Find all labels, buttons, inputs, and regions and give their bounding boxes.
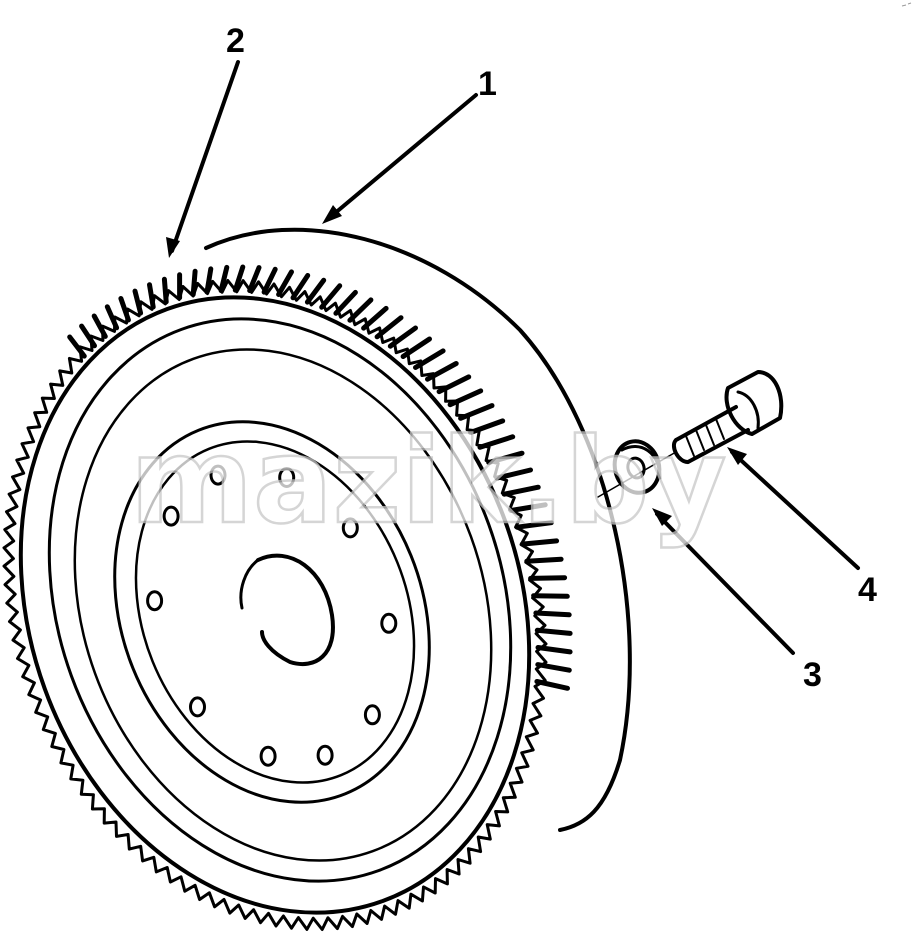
ring-gear-tooth [374, 315, 404, 340]
ring-gear-tooth [290, 273, 311, 301]
bolt-holes [146, 464, 398, 767]
flywheel-face [18, 295, 532, 915]
ring-gear-tooth [533, 610, 572, 618]
bolt-hole [316, 744, 334, 766]
ring-gear-tooth [361, 305, 389, 331]
callout-2: 2 [226, 22, 245, 60]
ring-gear-tooth [425, 361, 459, 382]
ring-gear-tooth [524, 556, 564, 564]
leader-4 [727, 447, 860, 570]
ring-gear-tooth [477, 434, 516, 450]
ring-gear-tooth [79, 323, 97, 349]
bolt [597, 370, 784, 498]
corner-specks [901, 2, 912, 7]
ring-gear-tooth [333, 289, 358, 316]
ring-gear-tooth [190, 268, 198, 297]
callout-4: 4 [858, 571, 877, 609]
ring-gear-tooth [534, 627, 573, 636]
bolt-hole [189, 696, 206, 718]
ring-gear-tooth [486, 450, 525, 465]
ring-gear-tooth [247, 265, 262, 294]
ring-gear-tooth [261, 266, 278, 295]
ring-gear [2, 264, 573, 931]
ring-gear-tooth [232, 264, 246, 293]
ring-gear-tooth [534, 679, 570, 691]
ring-gear-tooth [104, 304, 120, 331]
bolt-hole [259, 745, 277, 767]
ring-gear-tooth [508, 502, 548, 513]
ring-gear-tooth [535, 645, 573, 655]
bolt-hole [278, 467, 296, 488]
ring-gear-tooth [468, 418, 506, 435]
ring-gear-tooth [494, 467, 533, 481]
ring-gear-tooth [531, 593, 570, 599]
ring-gear-tooth [413, 348, 446, 370]
watermark-text: mazik.by [130, 412, 726, 550]
ring-gear-tooth [447, 388, 484, 408]
ring-gear-tooth [276, 269, 294, 297]
ring-gear-tooth [528, 575, 568, 581]
ring-gear-tooth [204, 266, 214, 295]
bolt-hole [162, 505, 180, 527]
callout-3: 3 [803, 656, 822, 694]
ring-gear-tooth [147, 282, 156, 310]
leader-lines [166, 60, 860, 655]
ring-gear-tooth [535, 662, 572, 673]
ring-gear-tooth [319, 283, 343, 310]
ring-gear-tooth [91, 313, 108, 339]
ring-gear-tooth [304, 277, 327, 305]
ring-gear-tooth [132, 288, 144, 316]
ring-gear-tooth [400, 336, 432, 359]
bolt-hole [380, 612, 398, 634]
ring-gear-tooth [387, 325, 418, 349]
ring-gear-tooth [458, 403, 495, 421]
ring-gear-tooth [218, 264, 230, 294]
leader-3 [652, 508, 795, 655]
ring-gear-tooth [514, 520, 554, 530]
ring-gear-outline [2, 279, 548, 931]
ring-gear-tooth [347, 297, 374, 323]
hub-bore [239, 553, 335, 667]
ring-gear-tooth [161, 276, 169, 305]
ring-gear-tooth [67, 334, 87, 359]
ring-gear-tooth [118, 296, 131, 323]
leader-2 [166, 60, 240, 258]
ring-gear-tooth [519, 538, 560, 547]
bolt-hole [146, 590, 164, 612]
leader-1 [322, 93, 478, 224]
bolt-hole [209, 464, 227, 486]
washer [612, 439, 662, 495]
callout-1: 1 [478, 65, 497, 103]
ring-gear-tooth [436, 374, 472, 395]
flywheel-rim [204, 227, 632, 832]
ring-gear-tooth [501, 484, 541, 497]
bolt-hole [363, 704, 381, 726]
bolt-hole [341, 517, 359, 539]
